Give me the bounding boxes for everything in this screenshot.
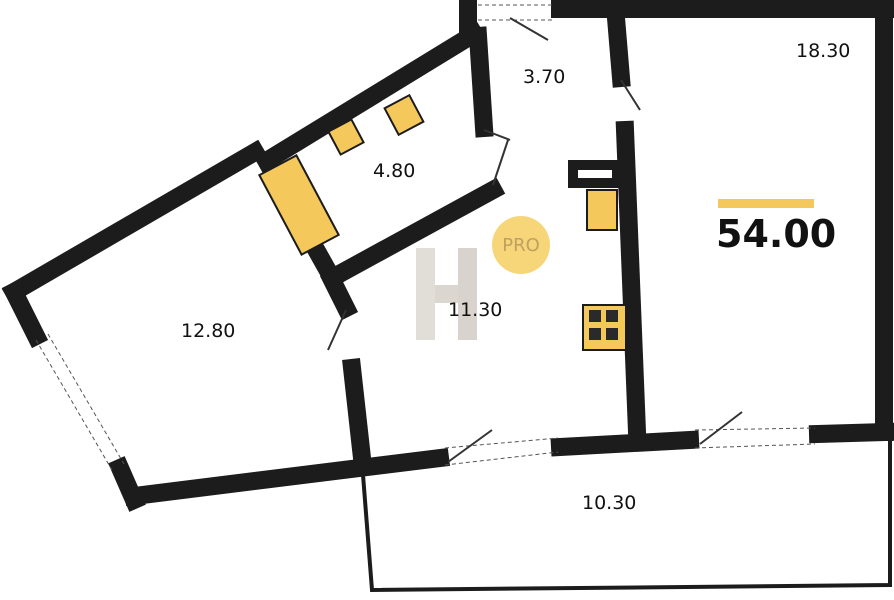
room-area-bedroom: 12.80 bbox=[181, 320, 236, 342]
doors bbox=[327, 17, 743, 463]
bathroom-sink bbox=[327, 118, 365, 156]
room-area-kitchen: 11.30 bbox=[448, 299, 503, 321]
kitchen-niche bbox=[568, 160, 622, 188]
room-area-bathroom: 4.80 bbox=[373, 160, 416, 182]
room-area-balcony: 10.30 bbox=[582, 492, 637, 514]
kitchen-sink bbox=[586, 189, 618, 231]
watermark-logo bbox=[416, 248, 477, 340]
stove bbox=[582, 304, 627, 351]
toilet bbox=[383, 93, 425, 137]
total-area: 54.00 bbox=[716, 212, 837, 256]
room-area-corridor: 3.70 bbox=[523, 66, 566, 88]
bathtub bbox=[257, 154, 341, 256]
windows bbox=[35, 4, 816, 471]
room-area-living: 18.30 bbox=[796, 40, 851, 62]
balcony-outline bbox=[360, 435, 892, 593]
pro-badge: PRO bbox=[492, 216, 550, 274]
total-area-accent-bar bbox=[718, 199, 814, 208]
